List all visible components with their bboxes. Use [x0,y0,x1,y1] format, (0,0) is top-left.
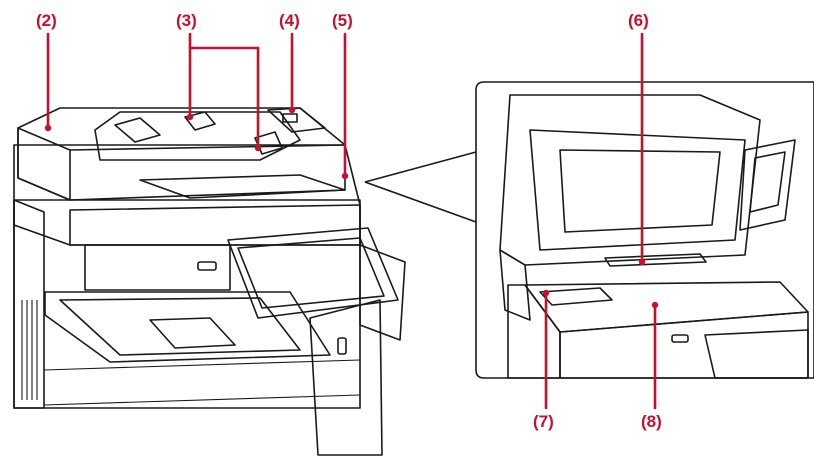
automatic-scanning-glass [604,253,707,267]
copier-illustration [13,107,406,456]
callout-label-6: (6) [628,11,649,30]
operation-panel [227,227,399,319]
callout-label-5: (5) [332,11,353,30]
callout-label-7: (7) [533,412,554,431]
output-tray [44,291,331,363]
callout-label-4: (4) [279,11,300,30]
callout-labels: (2) (3) (4) (5) (6) (7) (8) [36,11,662,431]
touch-screen [237,237,385,309]
closeup-frame [475,81,814,379]
callout-label-8: (8) [641,412,662,431]
callout-leaders [44,32,659,410]
closeup-illustration [364,81,814,379]
callout-label-3: (3) [176,11,197,30]
feeder-tray [94,111,301,161]
callout-label-2: (2) [36,11,57,30]
